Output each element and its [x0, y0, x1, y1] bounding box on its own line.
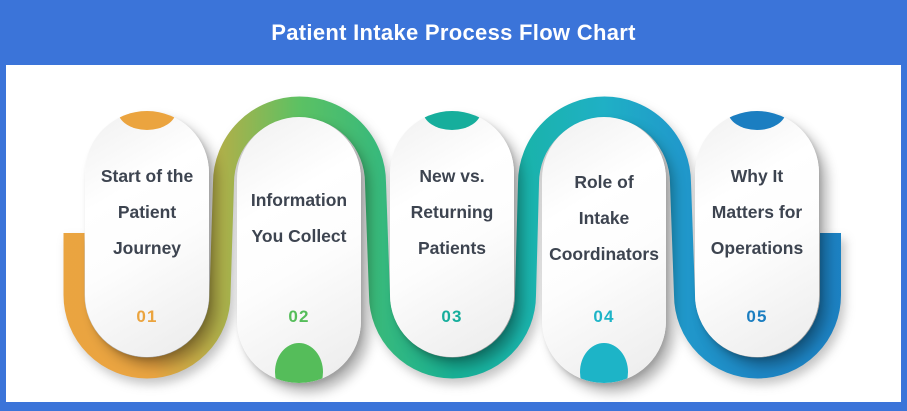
- step-3-title: New vs. Returning Patients: [391, 147, 513, 277]
- step-title-line: Information: [250, 190, 348, 210]
- step-3-notch: [423, 111, 481, 130]
- step-title-line: Patient: [117, 202, 177, 222]
- step-3-number: 03: [441, 307, 463, 326]
- step-title-line: You Collect: [251, 226, 347, 246]
- step-title-line: New vs.: [419, 166, 485, 186]
- step-1-title: Start of the Patient Journey: [86, 147, 208, 277]
- step-title-line: Start of the: [100, 166, 194, 186]
- step-title-line: Journey: [112, 238, 182, 258]
- step-title-line: Intake: [578, 208, 630, 228]
- step-4-title: Role of Intake Coordinators: [543, 153, 665, 283]
- step-card-3: New vs. Returning Patients 03: [390, 111, 514, 357]
- step-4-number: 04: [593, 307, 615, 326]
- step-card-2: Information You Collect 02: [237, 117, 361, 383]
- step-2-notch: [275, 343, 323, 383]
- step-card-5: Why It Matters for Operations 05: [695, 111, 819, 357]
- step-title-line: Why It: [730, 166, 784, 186]
- step-1-notch: [118, 111, 176, 130]
- step-4-notch: [580, 343, 628, 383]
- step-title-line: Matters for: [711, 202, 803, 222]
- step-title-line: Operations: [710, 238, 804, 258]
- step-title-line: Returning: [410, 202, 494, 222]
- step-1-number: 01: [136, 307, 158, 326]
- step-title-line: Patients: [417, 238, 487, 258]
- step-title-line: Coordinators: [549, 244, 659, 264]
- step-title-line: Role of: [574, 172, 634, 192]
- step-5-number: 05: [746, 307, 768, 326]
- step-2-number: 02: [288, 307, 310, 326]
- page-title: Patient Intake Process Flow Chart: [271, 19, 636, 45]
- step-5-title: Why It Matters for Operations: [696, 147, 818, 277]
- step-2-title: Information You Collect: [238, 153, 360, 283]
- step-card-4: Role of Intake Coordinators 04: [542, 117, 666, 383]
- title-bar: Patient Intake Process Flow Chart: [0, 0, 907, 65]
- step-card-1: Start of the Patient Journey 01: [85, 111, 209, 357]
- step-5-notch: [728, 111, 786, 130]
